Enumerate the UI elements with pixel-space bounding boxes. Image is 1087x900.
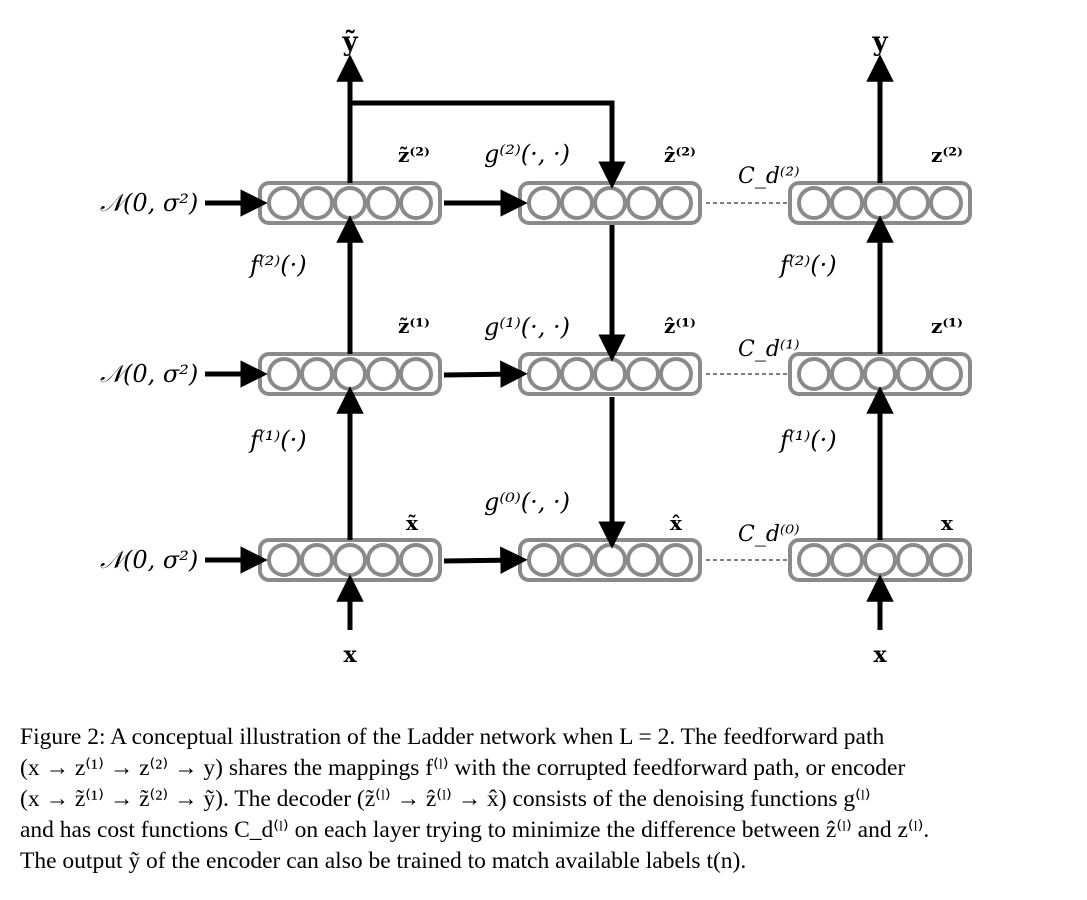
layer-box-clean-0 <box>788 538 972 582</box>
unit-node <box>929 357 963 391</box>
decoder-label-2: ẑ⁽²⁾ <box>664 143 696 167</box>
clean-label-1: z⁽¹⁾ <box>931 314 963 338</box>
ladder-network-diagram: 𝒩(0, σ²) 𝒩(0, σ²) 𝒩(0, σ²) ỹ y x x z̃⁽²⁾… <box>100 27 972 668</box>
layer-box-clean-2 <box>788 181 972 225</box>
unit-node <box>593 186 627 220</box>
lateral-arrow-0 <box>443 546 528 574</box>
decoder-g1-label: g⁽¹⁾(·, ·) <box>484 313 570 341</box>
layer-box-decoder-0 <box>518 538 702 582</box>
unit-node <box>333 357 367 391</box>
unit-node <box>659 186 693 220</box>
unit-node <box>863 186 897 220</box>
caption-line-4: and has cost functions C_d⁽ˡ⁾ on each la… <box>20 817 930 843</box>
unit-node <box>527 357 561 391</box>
encoder-input-label: x <box>343 642 357 668</box>
unit-node <box>797 357 831 391</box>
caption-prefix: Figure 2: <box>20 724 106 750</box>
unit-node <box>797 543 831 577</box>
clean-input-label: x <box>873 642 887 668</box>
unit-node <box>399 186 433 220</box>
unit-node <box>560 357 594 391</box>
unit-node <box>830 186 864 220</box>
clean-label-2: z⁽²⁾ <box>931 143 963 167</box>
unit-node <box>830 543 864 577</box>
unit-node <box>863 543 897 577</box>
clean-f1-label: f⁽¹⁾(·) <box>778 426 837 454</box>
layer-box-clean-1 <box>788 352 972 396</box>
unit-node <box>333 543 367 577</box>
decoder-label-0: x̂ <box>670 511 683 535</box>
encoder-f1-label: f⁽¹⁾(·) <box>248 426 307 454</box>
unit-node <box>267 357 301 391</box>
figure-caption: Figure 2: A conceptual illustration of t… <box>20 722 1076 877</box>
decoder-g0-label: g⁽⁰⁾(·, ·) <box>484 488 570 516</box>
corrupted-label-0: x̃ <box>406 511 419 535</box>
unit-node <box>527 186 561 220</box>
layer-boxes <box>258 181 972 582</box>
unit-node <box>626 186 660 220</box>
unit-node <box>560 543 594 577</box>
unit-node <box>659 543 693 577</box>
unit-node <box>626 357 660 391</box>
unit-node <box>626 543 660 577</box>
unit-node <box>560 186 594 220</box>
clean-output-label: y <box>871 27 888 57</box>
unit-node <box>399 543 433 577</box>
layer-box-encoder-2 <box>258 181 442 225</box>
unit-node <box>366 357 400 391</box>
caption-line-5: The output ỹ of the encoder can also be … <box>20 848 747 874</box>
unit-node <box>896 357 930 391</box>
caption-line-3: (x → z̃⁽¹⁾ → z̃⁽²⁾ → ỹ). The decoder (z̃… <box>20 786 871 812</box>
cost-label-1: C_d⁽¹⁾ <box>738 337 800 362</box>
unit-node <box>593 543 627 577</box>
corrupted-label-2: z̃⁽²⁾ <box>398 143 430 167</box>
clean-f2-label: f⁽²⁾(·) <box>778 251 837 279</box>
cost-label-0: C_d⁽⁰⁾ <box>738 522 800 547</box>
layer-box-decoder-2 <box>518 181 702 225</box>
unit-node <box>659 357 693 391</box>
unit-node <box>267 543 301 577</box>
unit-node <box>300 357 334 391</box>
unit-node <box>929 186 963 220</box>
noise-label-0: 𝒩(0, σ²) <box>100 546 198 574</box>
unit-node <box>300 543 334 577</box>
unit-node <box>267 186 301 220</box>
noise-label-1: 𝒩(0, σ²) <box>100 360 198 388</box>
clean-label-0: x <box>941 511 954 535</box>
lateral-arrow-1 <box>443 360 528 388</box>
unit-node <box>863 357 897 391</box>
encoder-f2-label: f⁽²⁾(·) <box>248 251 307 279</box>
noise-label-2: 𝒩(0, σ²) <box>100 189 198 217</box>
unit-node <box>593 357 627 391</box>
encoder-output-label: ỹ <box>341 27 358 57</box>
cost-label-2: C_d⁽²⁾ <box>738 164 800 189</box>
layer-box-decoder-1 <box>518 352 702 396</box>
caption-line-2: (x → z⁽¹⁾ → z⁽²⁾ → y) shares the mapping… <box>20 755 906 781</box>
layer-box-encoder-1 <box>258 352 442 396</box>
top-to-decoder-arrow <box>350 100 626 189</box>
unit-node <box>366 186 400 220</box>
unit-node <box>399 357 433 391</box>
unit-node <box>333 186 367 220</box>
unit-node <box>527 543 561 577</box>
unit-node <box>366 543 400 577</box>
caption-line-1: Figure 2: A conceptual illustration of t… <box>20 722 1076 753</box>
caption-line-1-text: A conceptual illustration of the Ladder … <box>110 724 885 750</box>
decoder-g2-label: g⁽²⁾(·, ·) <box>484 140 570 168</box>
unit-node <box>896 186 930 220</box>
unit-node <box>896 543 930 577</box>
unit-node <box>300 186 334 220</box>
decoder-label-1: ẑ⁽¹⁾ <box>664 314 696 338</box>
layer-box-encoder-0 <box>258 538 442 582</box>
corrupted-label-1: z̃⁽¹⁾ <box>398 314 430 338</box>
unit-node <box>830 357 864 391</box>
unit-node <box>797 186 831 220</box>
unit-node <box>929 543 963 577</box>
